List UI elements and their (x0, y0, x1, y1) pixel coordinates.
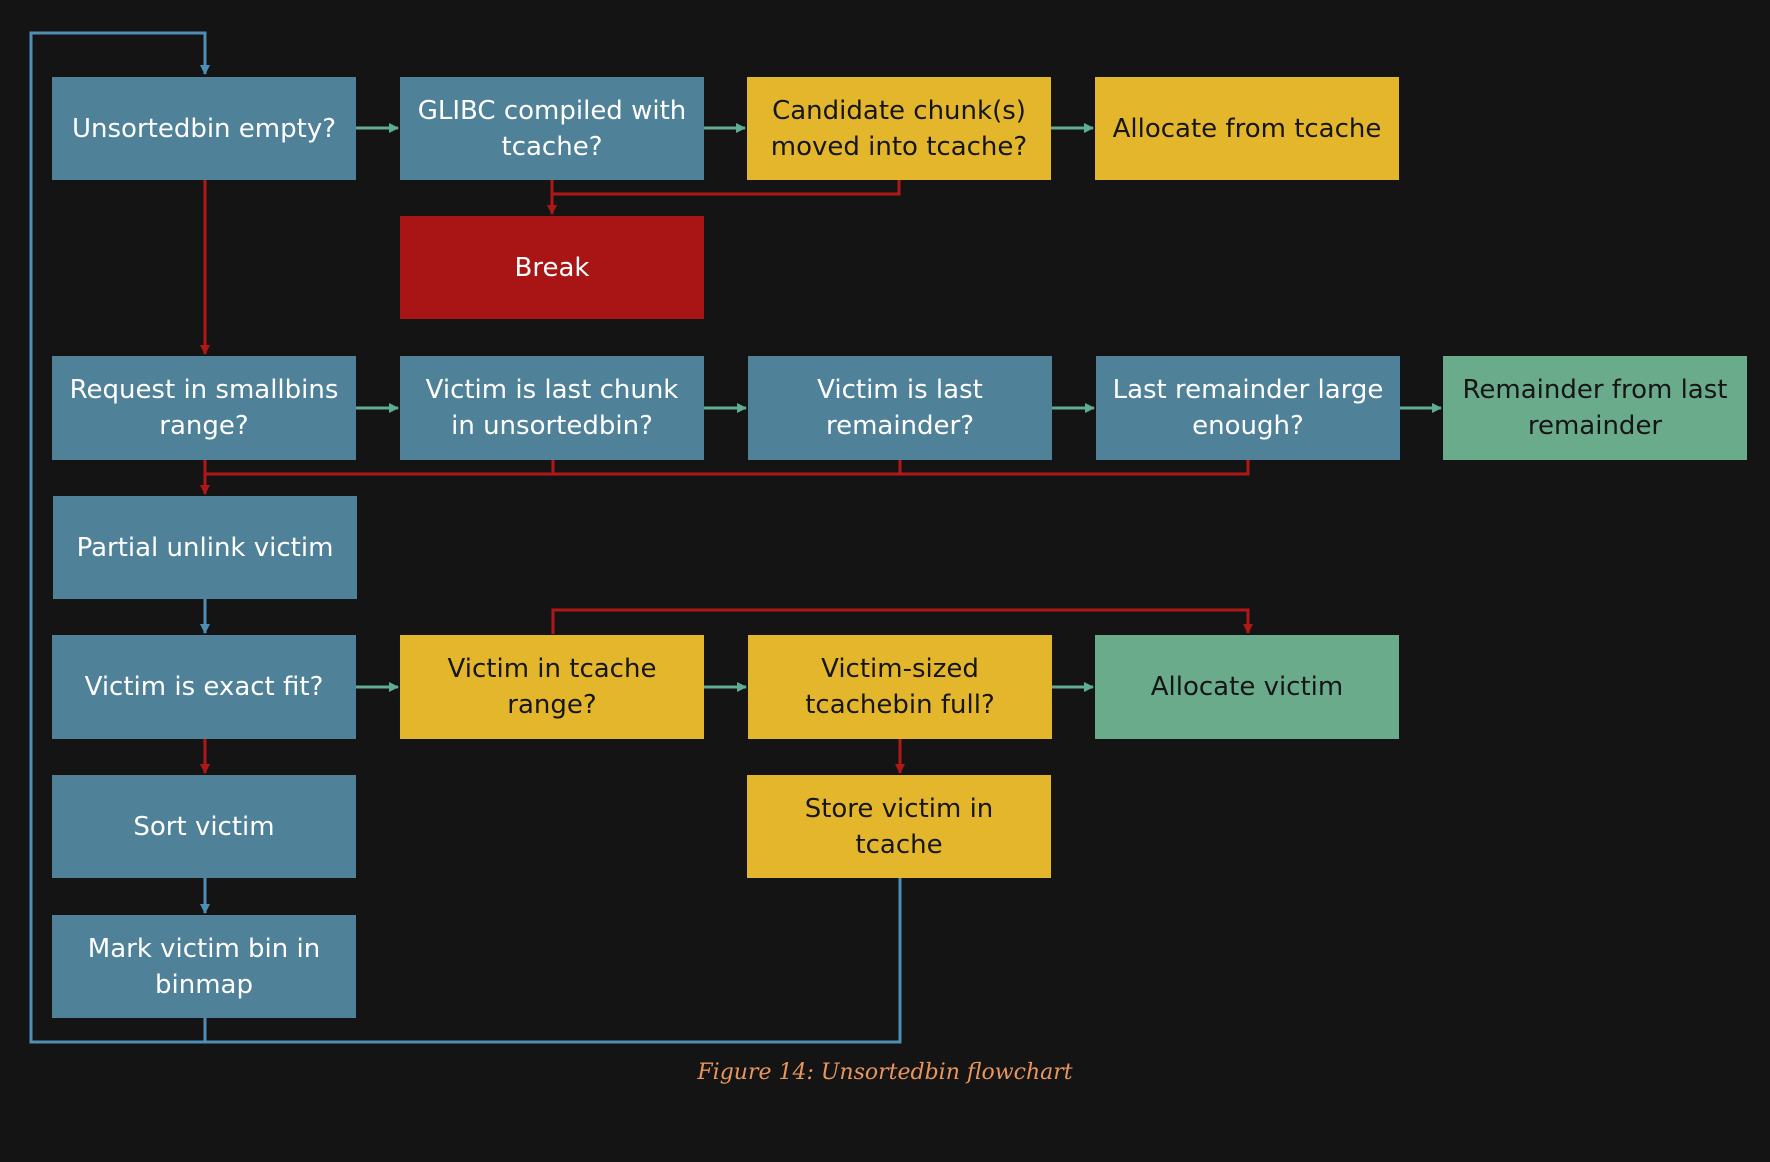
edge-no-large-enough-to-partial-unlink (900, 460, 1250, 476)
node-label: Unsortedbin empty? (71, 113, 337, 144)
node-remainder-from-last-remainder: Remainder from last remainder (1443, 356, 1747, 460)
node-label: Sort victim (133, 811, 275, 842)
node-victim-sized-tcachebin-full: Victim-sized tcachebin full? (748, 635, 1052, 739)
node-label: Allocate from tcache (1112, 113, 1382, 144)
node-victim-is-last-remainder: Victim is last remainder? (748, 356, 1052, 460)
node-label: Last remainder large enough? (1112, 375, 1384, 441)
node-candidate-chunks-moved: Candidate chunk(s) moved into tcache? (747, 77, 1051, 180)
node-label: Mark victim bin in binmap (87, 933, 321, 1000)
node-allocate-from-tcache: Allocate from tcache (1095, 77, 1399, 180)
node-label: Break (514, 252, 590, 283)
edge-no-candidate-to-break (552, 180, 901, 196)
node-victim-is-exact-fit: Victim is exact fit? (52, 635, 356, 739)
edge-no-tcache-range-to-allocate-victim (551, 608, 1253, 634)
node-label: Partial unlink victim (76, 532, 334, 563)
node-mark-victim-bin-in-binmap: Mark victim bin in binmap (52, 915, 356, 1018)
edge-loop-back-to-unsortedbin (29, 31, 210, 1044)
node-label: Candidate chunk(s) moved into tcache? (770, 95, 1028, 162)
node-glibc-compiled-with-tcache: GLIBC compiled with tcache? (400, 77, 704, 180)
node-label: GLIBC compiled with tcache? (417, 95, 687, 162)
node-allocate-victim: Allocate victim (1095, 635, 1399, 739)
node-label: Remainder from last remainder (1462, 375, 1728, 441)
node-break: Break (400, 216, 704, 319)
node-store-victim-in-tcache: Store victim in tcache (747, 775, 1051, 878)
node-label: Victim-sized tcachebin full? (805, 654, 995, 720)
figure-caption: Figure 14: Unsortedbin flowchart (697, 1060, 1073, 1085)
node-label: Request in smallbins range? (69, 375, 339, 441)
edge-store-victim-to-loop (205, 878, 902, 1044)
node-last-remainder-large-enough: Last remainder large enough? (1096, 356, 1400, 460)
node-label: Victim is last remainder? (817, 375, 983, 441)
edge-no-last-remainder-to-partial-unlink (553, 460, 902, 476)
node-label: Allocate victim (1150, 672, 1344, 702)
node-partial-unlink-victim: Partial unlink victim (53, 496, 357, 599)
node-label: Victim is last chunk in unsortedbin? (425, 375, 679, 441)
edge-no-last-chunk-to-partial-unlink (205, 460, 555, 476)
node-request-in-smallbins-range: Request in smallbins range? (52, 356, 356, 460)
node-sort-victim: Sort victim (52, 775, 356, 878)
node-label: Victim in tcache range? (447, 654, 657, 720)
node-unsortedbin-empty: Unsortedbin empty? (52, 77, 356, 180)
node-victim-is-last-chunk: Victim is last chunk in unsortedbin? (400, 356, 704, 460)
node-victim-in-tcache-range: Victim in tcache range? (400, 635, 704, 739)
node-label: Store victim in tcache (804, 793, 994, 860)
node-label: Victim is exact fit? (84, 672, 324, 702)
